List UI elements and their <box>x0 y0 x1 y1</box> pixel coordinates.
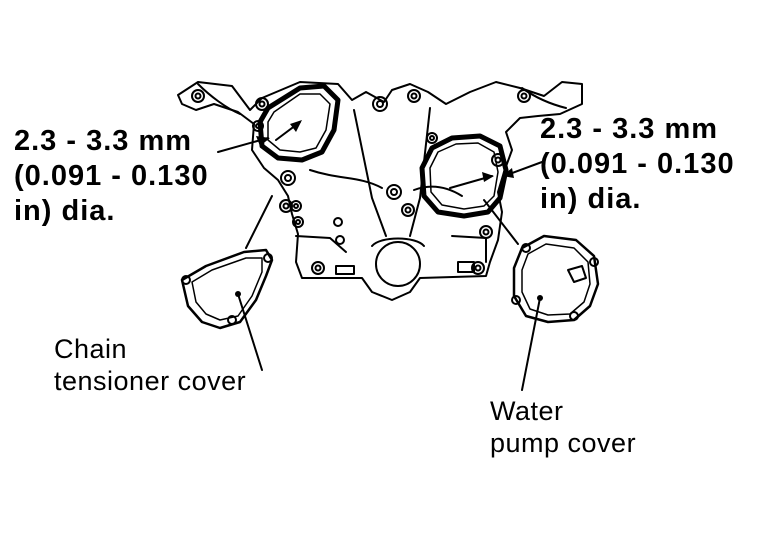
chain-tensioner-hole-3 <box>227 315 237 325</box>
lower-right-rib <box>451 235 487 263</box>
water-pump-cover <box>512 234 600 324</box>
chain-tensioner-line-2: tensioner cover <box>54 366 247 397</box>
right-center-arrowhead <box>482 172 494 182</box>
right-spec-line-1: 2.3 - 3.3 mm <box>540 113 719 145</box>
chain-tensioner-center-dot <box>235 291 241 297</box>
left-spec-arrowhead <box>256 136 270 146</box>
chain-tensioner-hole-2 <box>263 253 273 263</box>
left-center-arrowhead <box>290 120 302 132</box>
left-spec-line-2: (0.091 - 0.130 <box>14 159 209 192</box>
right-gasket-diameter-spec: 2.3 - 3.3 mm (0.091 - 0.130 in) dia. <box>540 112 735 216</box>
left-gasket-inner <box>267 93 331 153</box>
water-pump-to-engine-leader <box>483 199 519 245</box>
chain-tensioner-cover-inner <box>191 257 263 321</box>
water-pump-cover-inner <box>521 243 591 316</box>
cross-rib-2 <box>413 185 463 197</box>
cross-rib <box>309 169 383 189</box>
water-pump-center-dot <box>537 295 543 301</box>
chain-cover-label-leader <box>237 293 263 371</box>
water-pump-notch <box>567 265 587 283</box>
right-gasket-inner <box>429 142 499 210</box>
chain-tensioner-hole-1 <box>181 275 191 285</box>
chain-tensioner-cover <box>180 248 274 330</box>
lower-right-pocket <box>457 261 475 273</box>
upper-left-lobe <box>197 83 241 115</box>
water-pump-hole-4 <box>511 295 521 305</box>
water-pump-line-1: Water <box>490 396 564 426</box>
right-spec-arrowhead <box>502 168 514 178</box>
timing-cover-outline <box>177 81 583 301</box>
water-pump-line-2: pump cover <box>490 428 637 459</box>
water-pump-cover-label: Water pump cover <box>490 395 636 460</box>
water-pump-hole-3 <box>569 311 579 321</box>
left-gasket-diameter-spec: 2.3 - 3.3 mm (0.091 - 0.130 in) dia. <box>14 124 209 228</box>
chain-cover-to-engine-leader <box>245 195 273 249</box>
left-spec-line-3: in) dia. <box>14 194 116 227</box>
crank-boss <box>371 237 425 247</box>
lower-left-rib <box>295 235 347 253</box>
right-spec-line-3: in) dia. <box>540 182 642 215</box>
water-pump-hole-1 <box>521 243 531 253</box>
right-spec-line-2: (0.091 - 0.130 <box>540 147 735 180</box>
water-pump-label-leader <box>521 297 541 391</box>
left-spec-line-1: 2.3 - 3.3 mm <box>14 125 193 157</box>
chain-tensioner-line-1: Chain <box>54 334 128 364</box>
lower-left-pocket <box>335 265 355 275</box>
crankshaft-opening <box>375 241 421 287</box>
right-gasket-bead <box>419 133 509 219</box>
center-rib <box>353 109 387 237</box>
chain-tensioner-cover-label: Chain tensioner cover <box>54 333 246 398</box>
water-pump-hole-2 <box>589 257 599 267</box>
bolt-bosses <box>191 89 531 275</box>
